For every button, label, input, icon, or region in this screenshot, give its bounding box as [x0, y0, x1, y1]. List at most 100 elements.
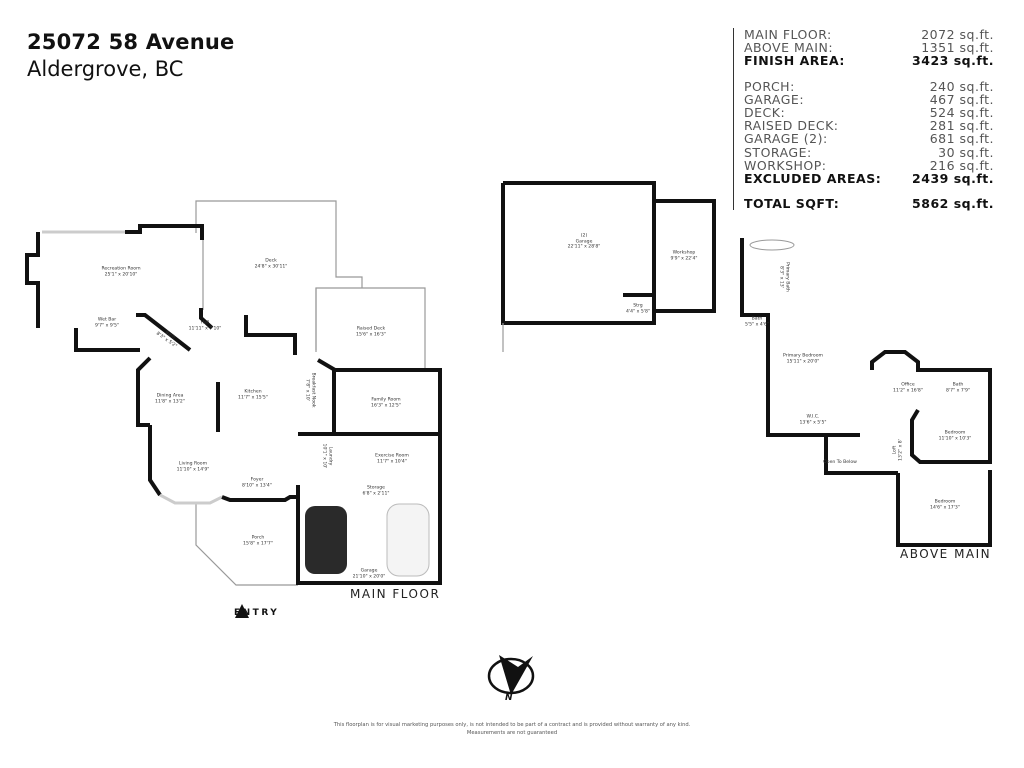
porch-outline	[195, 504, 298, 586]
area-label: PORCH:	[744, 78, 795, 94]
area-row: PORCH: 240 sq.ft.	[744, 78, 994, 94]
primary-bedroom-wall	[766, 313, 860, 437]
area-row: MAIN FLOOR: 2072 sq.ft.	[744, 28, 994, 41]
area-label: MAIN FLOOR:	[744, 27, 832, 42]
area-value: 524 sq.ft.	[929, 105, 994, 121]
area-row: FINISH AREA: 3423 sq.ft.	[744, 54, 994, 67]
detached-garage-plan	[501, 181, 716, 352]
area-label: TOTAL SQFT:	[744, 196, 840, 212]
area-label: ABOVE MAIN:	[744, 40, 834, 56]
area-summary: MAIN FLOOR: 2072 sq.ft. ABOVE MAIN: 1351 s…	[733, 28, 994, 211]
compass-label: N	[505, 693, 513, 703]
area-value: 467 sq.ft.	[929, 91, 994, 107]
stair-wall	[824, 435, 898, 475]
foyer-wall	[221, 495, 298, 502]
area-row: RAISED DECK: 281 sq.ft.	[744, 119, 994, 132]
area-value: 30 sq.ft.	[938, 144, 994, 160]
main-floor-title: MAIN FLOOR	[350, 587, 441, 601]
area-row: DECK: 524 sq.ft.	[744, 106, 994, 119]
area-row: WORKSHOP: 216 sq.ft.	[744, 159, 994, 172]
wet-bar-wall	[74, 328, 140, 352]
recreation-room-wall	[25, 232, 40, 328]
laundry-wall	[298, 432, 442, 485]
area-value: 216 sq.ft.	[929, 157, 994, 173]
area-label: FINISH AREA:	[744, 53, 845, 69]
area-label: WORKSHOP:	[744, 157, 827, 173]
main-floor-plan	[25, 200, 442, 618]
bathtub-icon	[749, 239, 795, 251]
deck-outline	[195, 200, 363, 288]
family-room-wall	[316, 358, 442, 435]
entry-arrow-icon	[235, 604, 249, 618]
raised-deck-outline	[315, 287, 426, 370]
garage-wall	[296, 485, 442, 585]
bay-window	[159, 493, 223, 505]
area-label: EXCLUDED AREAS:	[744, 171, 882, 187]
office-wall	[870, 350, 992, 395]
area-label: RAISED DECK:	[744, 118, 839, 134]
area-label: GARAGE (2):	[744, 131, 828, 147]
hall-wall	[244, 315, 297, 355]
bedroom-wall	[910, 395, 992, 464]
area-value: 2439 sq.ft.	[912, 171, 994, 187]
area-total: TOTAL SQFT: 5862 sq.ft.	[744, 197, 994, 210]
wall	[125, 224, 196, 234]
area-value: 5862 sq.ft.	[912, 196, 994, 212]
disclaimer-line2: Measurements are not guaranteed	[466, 730, 558, 736]
area-label: DECK:	[744, 105, 786, 121]
address-city: Aldergrove, BC	[27, 57, 184, 81]
primary-bath-wall	[740, 238, 768, 317]
area-value: 240 sq.ft.	[929, 78, 994, 94]
above-main-plan	[740, 238, 992, 547]
address-street: 25072 58 Avenue	[27, 30, 235, 54]
area-value: 281 sq.ft.	[929, 118, 994, 134]
area-value: 681 sq.ft.	[929, 131, 994, 147]
kitchen-wall	[136, 356, 152, 427]
entry-label: ENTRY	[234, 608, 280, 618]
bedroom2-wall	[896, 470, 992, 547]
area-row: ABOVE MAIN: 1351 sq.ft.	[744, 41, 994, 54]
area-row: GARAGE: 467 sq.ft.	[744, 93, 994, 106]
area-row: EXCLUDED AREAS: 2439 sq.ft.	[744, 172, 994, 185]
wall	[196, 224, 204, 240]
north-arrow-icon	[487, 655, 535, 695]
area-value: 1351 sq.ft.	[921, 40, 994, 56]
workshop-wall	[654, 199, 716, 313]
car-white-icon	[386, 503, 430, 577]
area-label: STORAGE:	[744, 144, 812, 160]
area-value: 3423 sq.ft.	[912, 53, 994, 69]
area-row: STORAGE: 30 sq.ft.	[744, 144, 994, 160]
area-label: GARAGE:	[744, 91, 805, 107]
wall	[199, 308, 214, 330]
garage2-wall	[501, 181, 656, 325]
above-main-title: ABOVE MAIN	[900, 547, 992, 561]
area-value: 2072 sq.ft.	[921, 27, 994, 42]
car-dark-icon	[305, 506, 347, 574]
